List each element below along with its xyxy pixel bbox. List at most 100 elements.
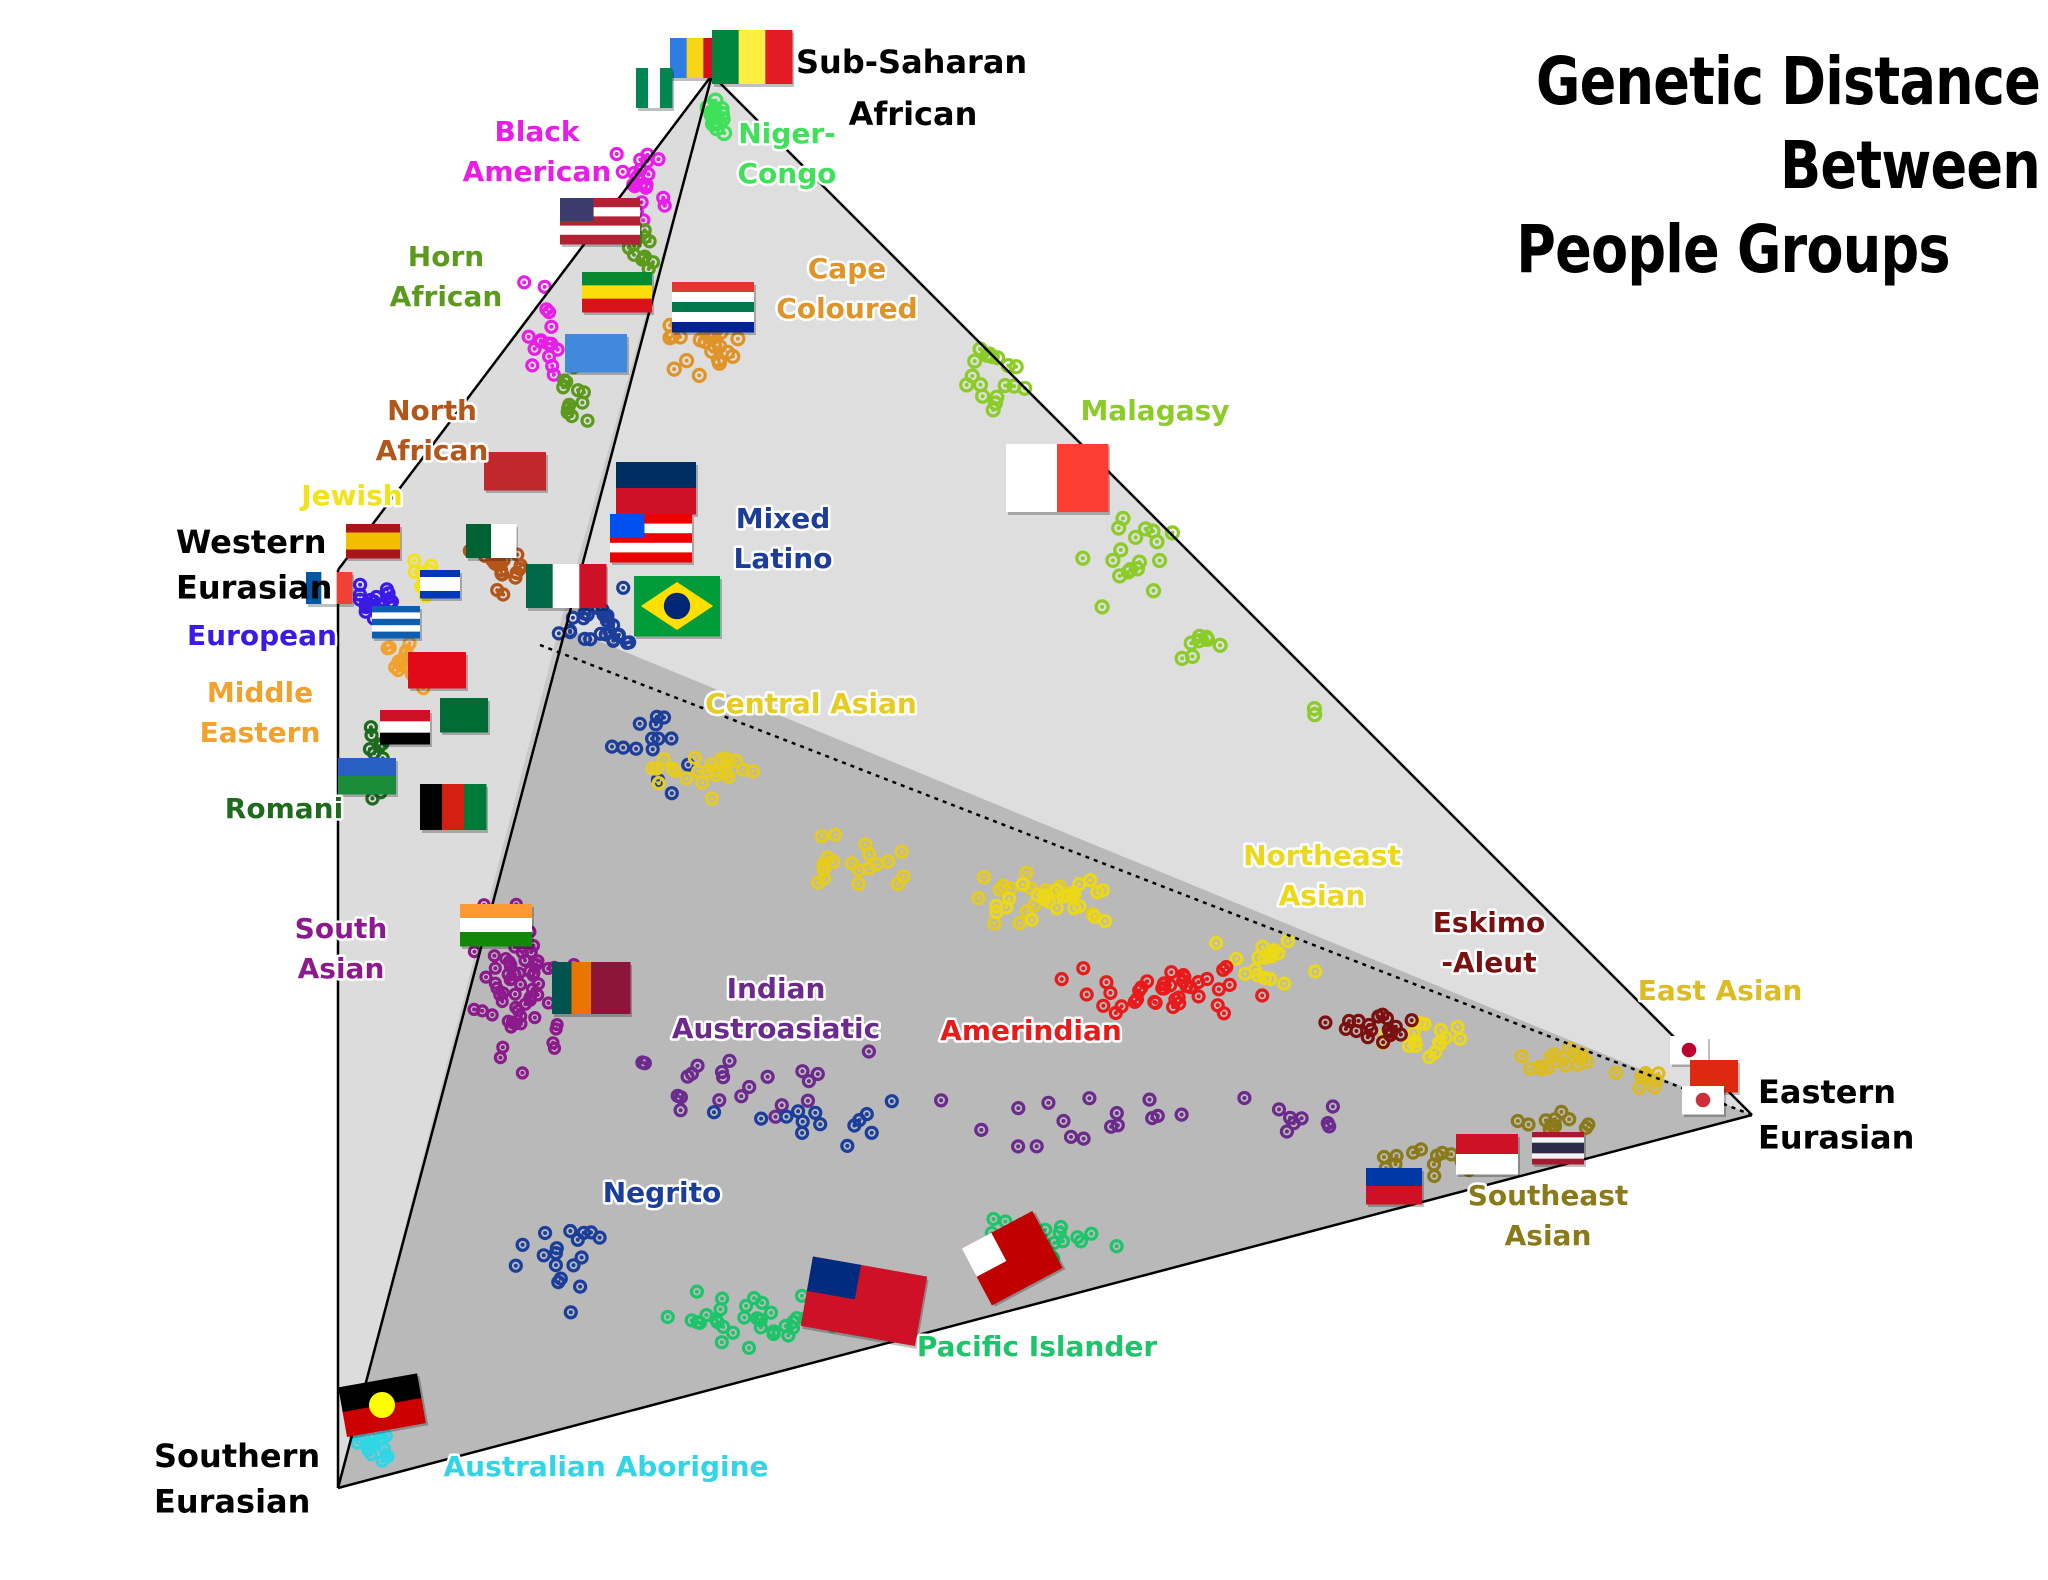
- point-center-black-american: [526, 334, 531, 339]
- point-negrito: [572, 1279, 588, 1294]
- point-center-pacific-islander: [771, 1332, 776, 1336]
- point-center-pacific-islander: [713, 1317, 718, 1322]
- point-northeast-asian: [1002, 891, 1017, 906]
- point-center-negrito: [712, 1110, 716, 1115]
- point-central-asian: [690, 764, 706, 779]
- point-south-asian: [518, 997, 532, 1011]
- point-central-asian: [718, 751, 733, 766]
- point-european: [379, 582, 394, 597]
- point-center-indian-austroasiatic: [806, 1079, 811, 1084]
- flag-afghanistan: [420, 784, 488, 833]
- flag-greece: [372, 606, 422, 641]
- point-center-romani: [368, 725, 373, 730]
- point-romani: [364, 727, 379, 743]
- point-center-northeast-asian: [1020, 882, 1025, 887]
- label-middle-eastern-line: Middle: [207, 676, 313, 709]
- label-pacific-islander-line: Pacific Islander: [917, 1330, 1158, 1363]
- point-center-pacific-islander: [783, 1324, 788, 1328]
- point-negrito: [548, 1245, 564, 1261]
- country-flags: [306, 30, 1740, 1440]
- point-center-south-asian: [497, 992, 502, 997]
- point-center-indian-austroasiatic: [939, 1098, 944, 1103]
- point-horn-african: [562, 397, 577, 412]
- point-negrito: [859, 1106, 874, 1122]
- point-indian-austroasiatic: [1271, 1102, 1287, 1117]
- point-pacific-islander: [714, 1291, 730, 1306]
- point-amerindian: [1079, 987, 1094, 1002]
- point-center-northeast-asian: [1046, 899, 1051, 904]
- point-center-malagasy: [1080, 556, 1085, 561]
- point-center-mixed-latino: [627, 640, 632, 645]
- point-center-negrito: [553, 1251, 558, 1256]
- point-amerindian: [1164, 965, 1179, 980]
- point-center-southeast-asian: [1583, 1126, 1588, 1130]
- point-center-cape-coloured: [668, 335, 672, 340]
- point-center-amerindian: [1161, 982, 1166, 987]
- point-center-eskimo-aleut: [1367, 1023, 1371, 1027]
- point-center-indian-austroasiatic: [678, 1095, 683, 1100]
- point-center-northeast-asian: [1214, 941, 1219, 945]
- label-middle-eastern-line: Eastern: [200, 716, 321, 749]
- point-center-amerindian: [1181, 979, 1186, 984]
- point-center-european: [358, 582, 363, 587]
- point-center-pacific-islander: [694, 1289, 699, 1294]
- edge-african-eastern: [711, 74, 1753, 1116]
- point-center-horn-african: [581, 390, 586, 395]
- point-center-southeast-asian: [1552, 1117, 1557, 1122]
- point-center-horn-african: [651, 260, 655, 265]
- point-negrito: [563, 1305, 578, 1320]
- point-center-negrito: [784, 1114, 789, 1119]
- point-mixed-latino: [664, 731, 679, 746]
- point-center-northeast-asian: [1272, 948, 1277, 953]
- point-center-black-american: [538, 339, 543, 344]
- point-center-australian-aborigine: [367, 1434, 372, 1439]
- point-center-central-asian: [1001, 883, 1006, 888]
- point-center-south-asian: [527, 969, 532, 974]
- point-center-northeast-asian: [1285, 939, 1290, 944]
- point-center-malagasy: [972, 359, 977, 364]
- point-center-south-asian: [493, 966, 498, 971]
- point-northeast-asian: [1247, 962, 1263, 977]
- point-center-south-asian: [546, 1001, 551, 1005]
- point-center-south-asian: [520, 1070, 525, 1075]
- point-center-northeast-asian: [1260, 944, 1265, 949]
- point-northeast-asian: [1049, 882, 1064, 898]
- point-center-pacific-islander: [991, 1217, 996, 1221]
- point-center-amerindian: [1221, 1011, 1226, 1016]
- point-center-northeast-asian: [1077, 882, 1082, 887]
- point-center-romani: [370, 796, 375, 801]
- point-center-indian-austroasiatic: [727, 1058, 732, 1063]
- flag-tonga: [961, 1210, 1066, 1307]
- point-center-malagasy: [1121, 516, 1125, 521]
- point-malagasy: [1149, 534, 1165, 550]
- point-center-indian-austroasiatic: [717, 1098, 722, 1103]
- point-center-central-asian: [822, 876, 827, 881]
- flag-turkey: [408, 652, 468, 691]
- point-central-asian: [651, 776, 666, 791]
- point-pacific-islander: [714, 1335, 729, 1350]
- point-center-negrito: [543, 1231, 548, 1235]
- point-central-asian: [656, 752, 671, 767]
- point-cape-coloured: [711, 355, 728, 371]
- point-black-american: [537, 279, 552, 294]
- point-center-black-american: [633, 181, 638, 186]
- point-horn-african: [580, 413, 595, 428]
- point-center-central-asian: [1024, 909, 1029, 914]
- point-indian-austroasiatic: [1082, 1091, 1097, 1106]
- point-center-southeast-asian: [1435, 1153, 1439, 1158]
- point-mixed-latino: [656, 710, 672, 725]
- point-center-indian-austroasiatic: [779, 1103, 784, 1108]
- point-center-indian-austroasiatic: [747, 1085, 752, 1089]
- point-center-northeast-asian: [1313, 969, 1318, 974]
- point-center-indian-austroasiatic: [1284, 1129, 1289, 1134]
- point-northeast-asian: [1257, 970, 1273, 986]
- point-indian-austroasiatic: [774, 1098, 789, 1113]
- point-center-south-asian: [503, 956, 508, 961]
- label-east-asian-line: East Asian: [1638, 974, 1803, 1007]
- point-center-romani: [377, 744, 382, 749]
- flag-saudi-arabia: [440, 698, 490, 735]
- point-black-american: [544, 336, 559, 351]
- point-amerindian: [1219, 959, 1234, 975]
- point-center-malagasy: [1151, 588, 1156, 593]
- point-center-pacific-islander: [731, 1330, 735, 1335]
